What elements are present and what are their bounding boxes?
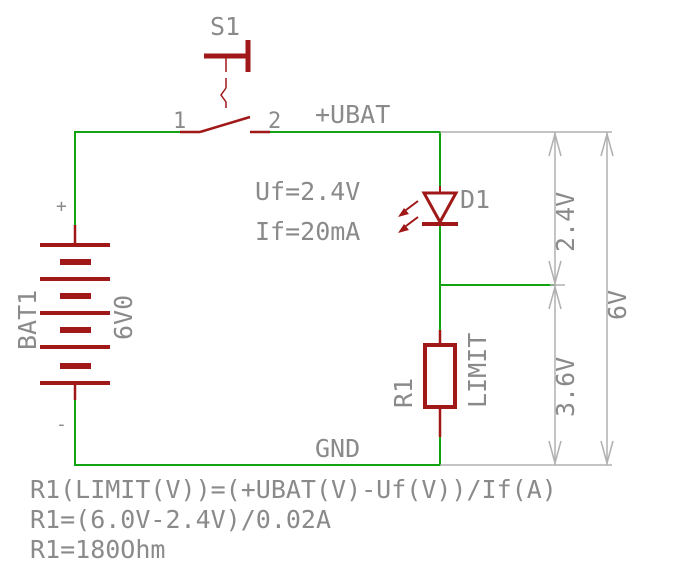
led-d1: D1 Uf=2.4V If=20mA	[255, 177, 490, 246]
wires	[74, 131, 555, 466]
battery-plus-label: +	[56, 196, 67, 217]
battery-value-label: 6V0	[109, 295, 138, 340]
switch-s1: S1 1 2	[173, 12, 281, 134]
formula-line-1: R1(LIMIT(V))=(+UBAT(V)-Uf(V))/If(A)	[30, 475, 557, 504]
battery-ref-label: BAT1	[13, 290, 42, 350]
dimension-resistor-drop: 3.6V	[551, 357, 580, 417]
battery-minus-label: -	[56, 414, 67, 435]
dimension-led-drop: 2.4V	[551, 192, 580, 252]
switch-pin2-label: 2	[268, 109, 281, 134]
led-forward-current: If=20mA	[255, 217, 360, 246]
battery-bat1: + - BAT1 6V0	[13, 196, 138, 435]
resistor-ref-label: R1	[389, 378, 418, 408]
led-ref-label: D1	[460, 185, 490, 214]
resistor-value-label: LIMIT	[463, 333, 492, 408]
formula-line-2: R1=(6.0V-2.4V)/0.02A	[30, 505, 331, 534]
switch-pin1-label: 1	[173, 109, 186, 134]
dimension-lines	[440, 131, 614, 466]
formula-line-3: R1=180Ohm	[30, 535, 165, 564]
net-label-gnd: GND	[315, 434, 360, 463]
net-label-ubat: +UBAT	[315, 100, 390, 129]
dimension-total: 6V	[603, 290, 632, 320]
resistor-r1: R1 LIMIT	[389, 330, 492, 437]
switch-ref-label: S1	[210, 12, 240, 41]
led-forward-voltage: Uf=2.4V	[255, 177, 360, 206]
